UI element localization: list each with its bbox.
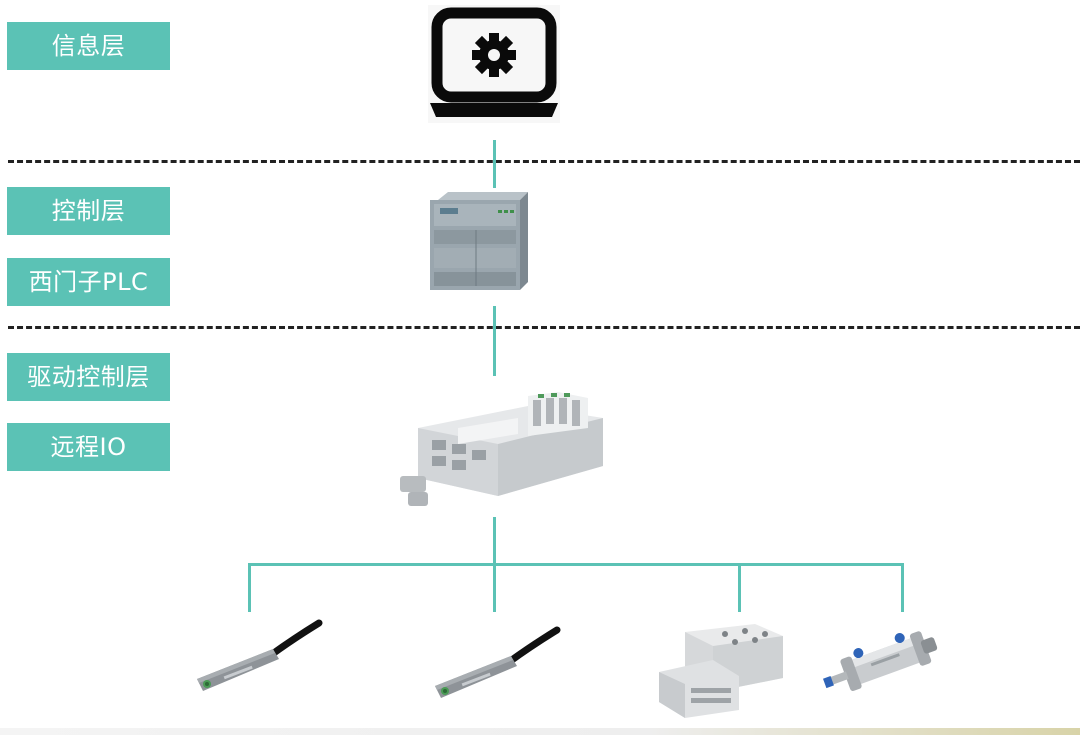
- info-layer-label: 信息层: [7, 22, 170, 70]
- field-bus-line: [248, 563, 904, 566]
- divider-info-control: [8, 160, 1080, 163]
- drop-sensor-1: [248, 563, 251, 612]
- gear-computer-icon: [428, 5, 560, 123]
- bottom-strip: [0, 728, 1080, 735]
- link-remote-io-bus: [493, 517, 496, 565]
- slide-table-cylinder: [659, 624, 783, 718]
- plc-module: [430, 192, 528, 290]
- link-computer-plc: [493, 140, 496, 188]
- remote-io-module: [400, 392, 603, 506]
- drop-slide-cylinder: [738, 563, 741, 612]
- link-plc-remote-io: [493, 306, 496, 376]
- siemens-plc-label: 西门子PLC: [7, 258, 170, 306]
- control-layer-label: 控制层: [7, 187, 170, 235]
- drive-control-layer-label: 驱动控制层: [7, 353, 170, 401]
- divider-control-drive: [8, 326, 1080, 329]
- round-cylinder: [823, 631, 938, 691]
- drop-sensor-2: [493, 563, 496, 612]
- magnetic-sensor-2: [435, 626, 561, 698]
- drop-round-cylinder: [901, 563, 904, 612]
- remote-io-label: 远程IO: [7, 423, 170, 471]
- magnetic-sensor-1: [197, 619, 323, 691]
